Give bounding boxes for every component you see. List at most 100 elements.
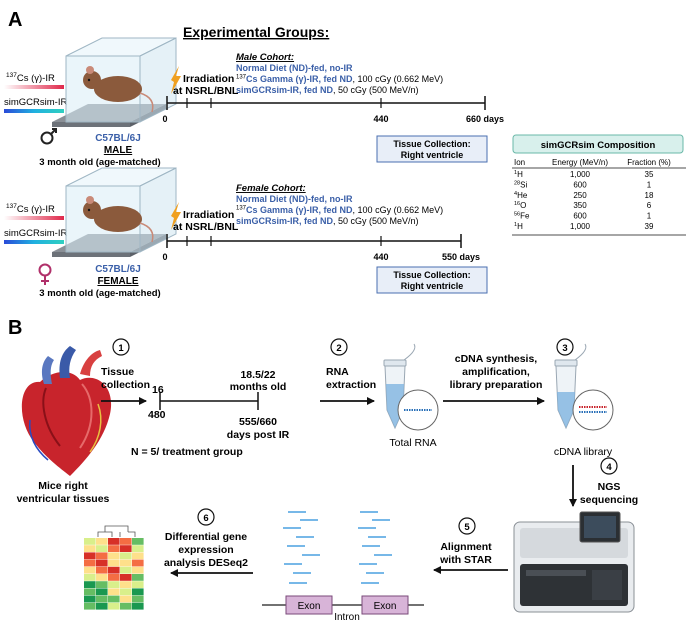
composition-fraction: 35 bbox=[645, 170, 654, 179]
heatmap-cell bbox=[120, 588, 132, 596]
svg-text:137Cs (γ)-IR: 137Cs (γ)-IR bbox=[6, 72, 55, 84]
step-3-badge bbox=[556, 338, 574, 356]
female-age: 3 month old (age-matched) bbox=[39, 288, 160, 299]
n-label: N = 5/ treatment group bbox=[131, 446, 243, 458]
male-sim-label: simGCRsim-IR bbox=[4, 97, 67, 108]
female-sex-symbol bbox=[38, 263, 52, 285]
heart-caption-1: Mice right bbox=[38, 480, 88, 492]
sample-timeline bbox=[159, 392, 259, 410]
composition-title: simGCRsim Composition bbox=[541, 140, 656, 151]
timeline-top-left: 16 bbox=[152, 384, 164, 396]
male-sim-beam bbox=[4, 109, 64, 113]
female-cohort-title: Female Cohort: bbox=[236, 183, 306, 194]
cdna-tube-icon bbox=[554, 343, 614, 431]
male-tick-440: 440 bbox=[373, 114, 388, 124]
female-group-3-bold: simGCRsim-IR, fed ND bbox=[236, 216, 334, 226]
male-sex-label: MALE bbox=[104, 145, 133, 156]
heatmap-cell bbox=[84, 602, 96, 610]
heatmap-cell bbox=[84, 595, 96, 603]
step-4-number: 4 bbox=[606, 462, 612, 473]
heatmap-cell bbox=[96, 538, 108, 545]
exon-label-2: Exon bbox=[374, 601, 397, 612]
male-cohort-title: Male Cohort: bbox=[236, 52, 294, 63]
svg-text:137Cs Gamma (γ)-IR, fed ND, 10: 137Cs Gamma (γ)-IR, fed ND, 100 cGy (0.6… bbox=[236, 205, 443, 215]
heatmap-cell bbox=[132, 588, 144, 596]
female-cs-sup: 137 bbox=[6, 203, 17, 210]
heatmap-cell bbox=[108, 588, 120, 596]
heatmap-cell bbox=[132, 545, 144, 552]
composition-fraction: 18 bbox=[645, 191, 654, 200]
step-3-number: 3 bbox=[562, 343, 567, 354]
heatmap-cell bbox=[96, 566, 108, 574]
composition-header-fraction: Fraction (%) bbox=[627, 158, 671, 167]
step-3-line-3: library preparation bbox=[450, 379, 543, 391]
step-2-number: 2 bbox=[336, 343, 341, 354]
heatmap-cell bbox=[96, 574, 108, 581]
female-strain: C57BL/6J bbox=[95, 264, 141, 275]
exon-label-1: Exon bbox=[298, 601, 321, 612]
heatmap-cell bbox=[132, 566, 144, 574]
female-collection-line-2: Right ventricle bbox=[401, 281, 464, 291]
heatmap-cell bbox=[96, 581, 108, 588]
female-mouse-body bbox=[94, 206, 142, 232]
heart-caption-2: ventricular tissues bbox=[17, 493, 110, 505]
male-irradiation-bolt bbox=[171, 66, 181, 94]
step-6-line-3: analysis DESeq2 bbox=[164, 557, 248, 569]
heatmap-cell bbox=[84, 538, 96, 545]
male-collection-box bbox=[376, 135, 488, 163]
heatmap-cell bbox=[132, 574, 144, 581]
male-group-3-rest: , 50 cGy (500 MeV/n) bbox=[333, 85, 419, 95]
step-4-badge bbox=[600, 457, 618, 475]
cdna-library-label: cDNA library bbox=[554, 446, 613, 458]
female-tick-0: 0 bbox=[162, 252, 167, 262]
male-cs-sup: 137 bbox=[6, 72, 17, 79]
heatmap-cell bbox=[120, 538, 132, 545]
male-cs-label: Cs (γ)-IR bbox=[17, 73, 55, 84]
composition-energy: 1,000 bbox=[570, 170, 591, 179]
female-irradiation-place: at NSRL/BNL bbox=[173, 221, 239, 233]
female-sim-beam bbox=[4, 240, 64, 244]
heatmap-cell bbox=[108, 581, 120, 588]
step-1-line-2: collection bbox=[101, 379, 150, 391]
read-alignment-illustration bbox=[262, 511, 424, 615]
heatmap-cell bbox=[108, 559, 120, 567]
female-sim-label: simGCRsim-IR bbox=[4, 228, 67, 239]
male-tick-0: 0 bbox=[162, 114, 167, 124]
step-1-badge bbox=[112, 338, 130, 356]
step-4-line-2: sequencing bbox=[580, 494, 638, 506]
composition-energy: 1,000 bbox=[570, 222, 591, 231]
male-irradiation: Irradiation bbox=[183, 73, 234, 85]
heatmap-cell bbox=[108, 566, 120, 574]
female-sex-label: FEMALE bbox=[97, 276, 138, 287]
heatmap-cell bbox=[108, 538, 120, 545]
step-2-badge bbox=[330, 338, 348, 356]
heatmap-cell bbox=[120, 566, 132, 574]
step-5-badge bbox=[458, 517, 476, 535]
female-collection-box bbox=[376, 266, 488, 294]
male-age: 3 month old (age-matched) bbox=[39, 157, 160, 168]
step-1-line-1: Tissue bbox=[101, 366, 134, 378]
svg-text:simGCRsim-IR, fed ND, 50 cGy (: simGCRsim-IR, fed ND, 50 cGy (500 MeV/n) bbox=[236, 216, 419, 226]
female-irradiation-bolt bbox=[171, 202, 181, 230]
female-cs-beam bbox=[4, 216, 64, 220]
heatmap-cell bbox=[132, 602, 144, 610]
heatmap-cell bbox=[108, 552, 120, 560]
heatmap-cell bbox=[120, 602, 132, 610]
composition-ion: 28Si bbox=[514, 180, 527, 189]
female-collection-line-1: Tissue Collection: bbox=[393, 270, 470, 280]
step-1-number: 1 bbox=[118, 343, 124, 354]
exon-box-2 bbox=[361, 595, 409, 615]
composition-fraction: 1 bbox=[647, 180, 652, 189]
composition-energy: 250 bbox=[573, 191, 587, 200]
heatmap-cell bbox=[120, 552, 132, 560]
male-ir-beams: 137Cs (γ)-IR simGCRsim-IR bbox=[4, 72, 67, 113]
female-group-2-sup: 137 bbox=[236, 206, 247, 212]
composition-ion: 1H bbox=[514, 222, 523, 231]
female-ir-beams: 137Cs (γ)-IR simGCRsim-IR bbox=[4, 203, 67, 244]
heatmap-cell bbox=[120, 595, 132, 603]
timeline-top-right-2: months old bbox=[230, 381, 287, 393]
heatmap-cell bbox=[108, 602, 120, 610]
step-6-line-1: Differential gene bbox=[165, 531, 247, 543]
step-6-number: 6 bbox=[203, 513, 208, 524]
